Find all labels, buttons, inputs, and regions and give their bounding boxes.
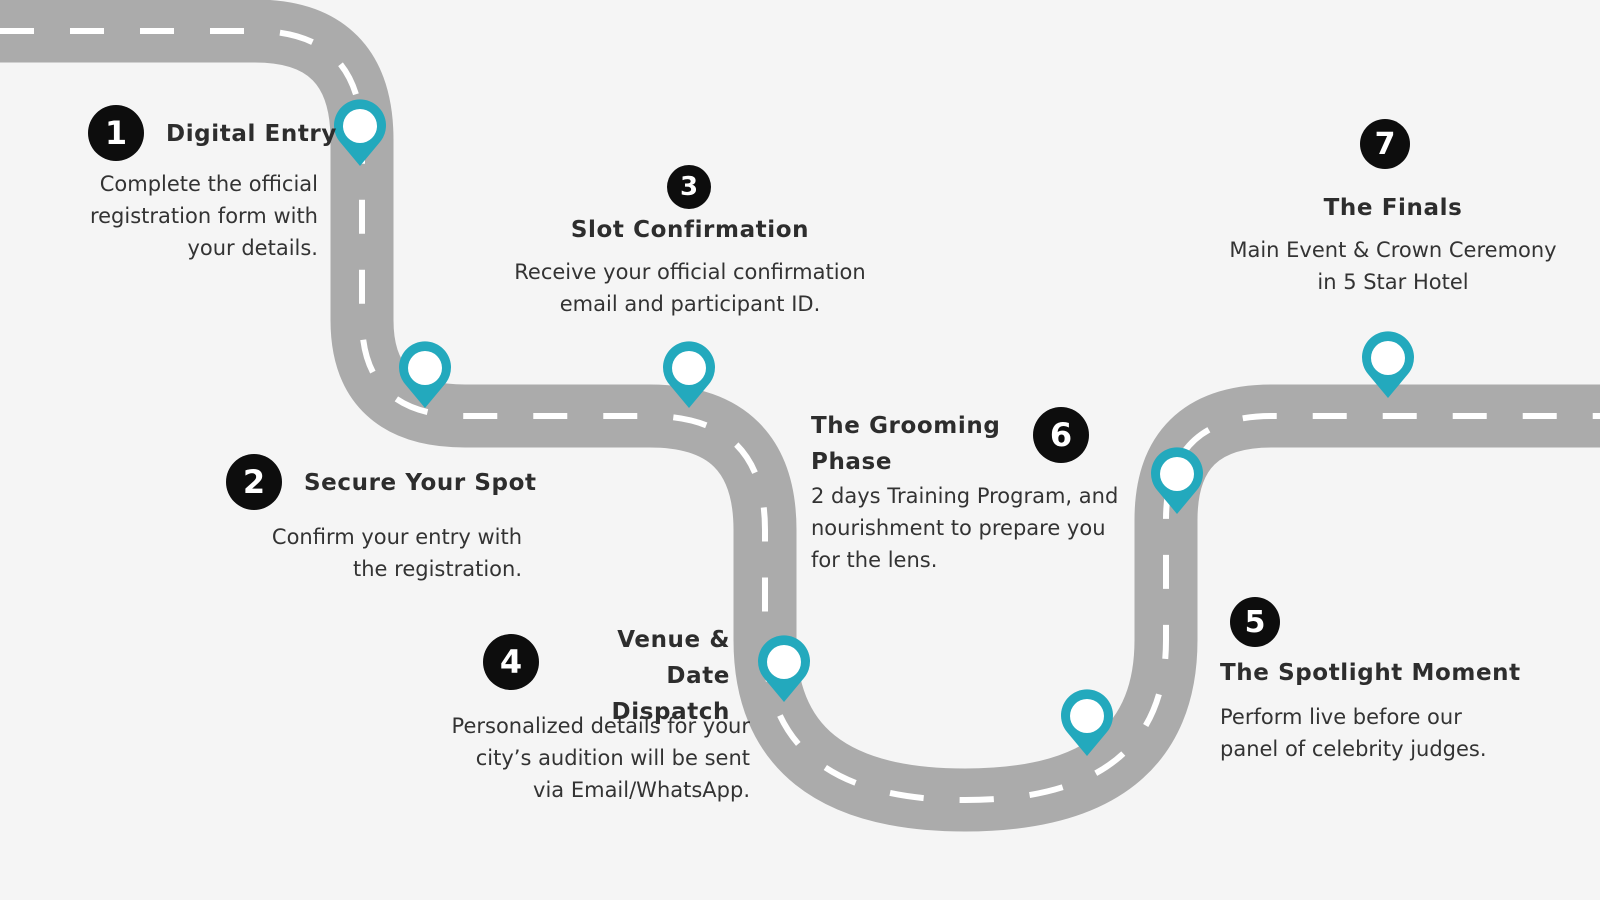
step-5-description: Perform live before our panel of celebri…: [1220, 705, 1487, 761]
location-pin-icon: [334, 99, 386, 166]
step-2-title: Secure Your Spot: [304, 470, 537, 496]
step-4-description: Personalized details for your city’s aud…: [451, 714, 750, 802]
step-1-title: Digital Entry: [166, 121, 337, 147]
step-7-number-badge: 7: [1360, 119, 1410, 169]
step-6-description: 2 days Training Program, and nourishment…: [811, 484, 1119, 572]
step-5-number-badge: 5: [1230, 597, 1280, 647]
location-pin-icon: [1362, 331, 1415, 398]
step-4-title: Venue & Date Dispatch: [611, 627, 730, 725]
step-3-number-badge: 3: [667, 165, 711, 209]
location-pin-icon: [398, 341, 451, 408]
location-pin-icon: [663, 341, 715, 408]
location-pin-icon: [1151, 447, 1203, 514]
step-2-description: Confirm your entry with the registration…: [271, 525, 522, 581]
step-4-number-badge: 4: [483, 634, 539, 690]
step-1-number-badge: 1: [88, 105, 144, 161]
step-5-title: The Spotlight Moment: [1220, 660, 1521, 686]
step-6-number-badge: 6: [1033, 407, 1089, 463]
location-pin-icon: [1061, 689, 1113, 756]
step-6-title: The Grooming Phase: [811, 413, 1001, 475]
step-2-number-badge: 2: [226, 454, 282, 510]
step-3-title: Slot Confirmation: [570, 217, 810, 243]
step-7-title: The Finals: [1323, 195, 1463, 221]
step-7-description: Main Event & Crown Ceremony in 5 Star Ho…: [1229, 238, 1557, 294]
location-pin-icon: [758, 635, 810, 702]
step-3-description: Receive your official confirmation email…: [514, 260, 866, 316]
step-1-description: Complete the official registration form …: [89, 172, 318, 260]
